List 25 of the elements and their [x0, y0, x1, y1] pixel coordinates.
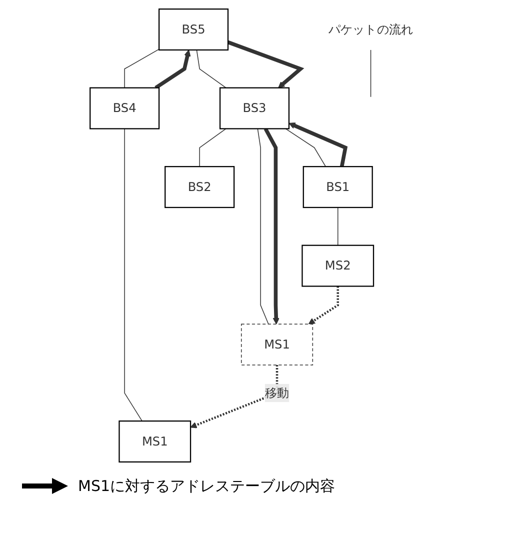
connector [198, 128, 226, 166]
connector [284, 128, 326, 166]
arrow [190, 364, 278, 428]
arrow [308, 286, 338, 324]
node-box: BS1 [302, 166, 372, 208]
node-box: MS1 [118, 420, 191, 462]
connector [124, 48, 159, 88]
arrow [263, 127, 279, 324]
node-box: BS3 [218, 86, 290, 129]
arrow [226, 40, 304, 88]
node-box: BS4 [89, 86, 160, 129]
connector [336, 206, 338, 246]
arrow [154, 49, 190, 89]
connector [124, 128, 142, 421]
node-box: BS2 [164, 166, 234, 208]
arrow [288, 122, 348, 166]
connector [196, 49, 226, 88]
node-box: BS5 [158, 8, 228, 50]
connector [370, 49, 371, 97]
node-box: MS1 [240, 323, 313, 365]
legend-text: MS1に対するアドレステーブルの内容 [78, 476, 336, 496]
connector [256, 128, 268, 324]
node-box: MS2 [301, 244, 374, 286]
edge-label: 移動 [264, 384, 289, 400]
node-text: パケットの流れ [328, 21, 413, 36]
